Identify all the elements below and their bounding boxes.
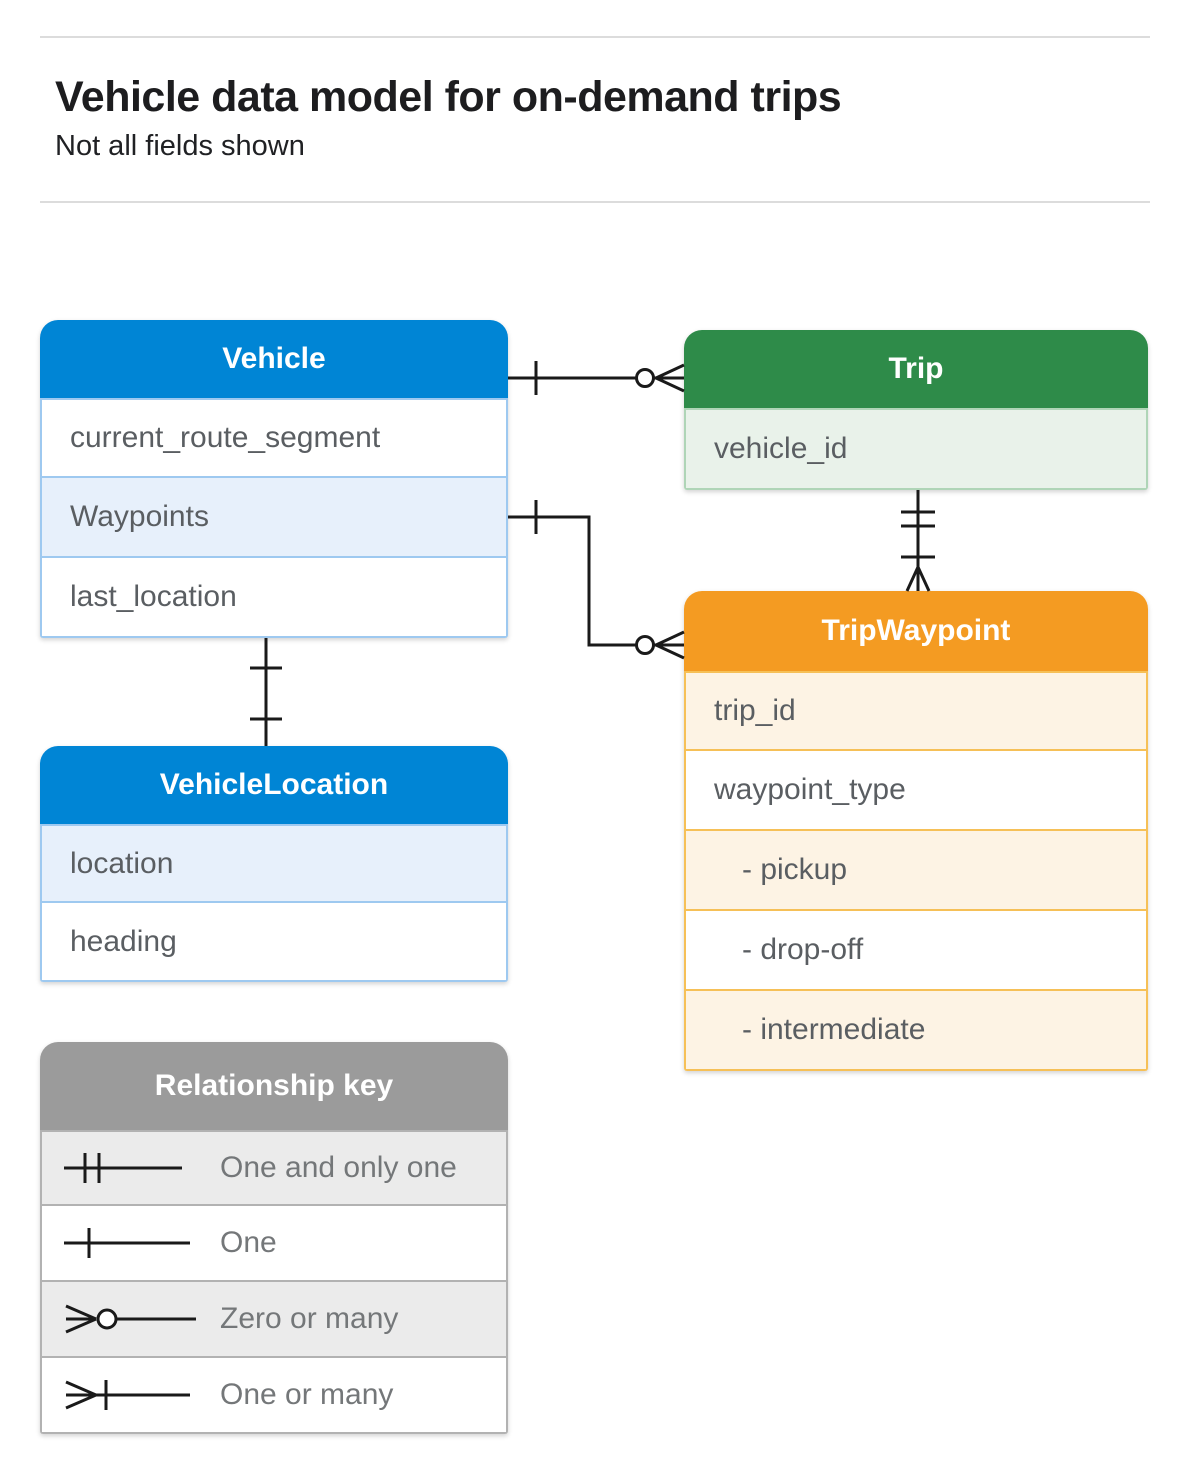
field-row-drop-off: - drop-off xyxy=(684,911,1148,991)
connector-vehicle-to-vehiclelocation xyxy=(250,638,282,746)
top-divider xyxy=(40,36,1150,38)
field-row-waypoint-type: waypoint_type xyxy=(684,751,1148,831)
field-row-intermediate: - intermediate xyxy=(684,991,1148,1071)
entity-vehiclelocation: VehicleLocation location heading xyxy=(40,746,508,982)
relationship-key-header: Relationship key xyxy=(40,1042,508,1130)
entity-vehicle-header: Vehicle xyxy=(40,320,508,398)
crow-foot xyxy=(655,630,685,660)
zero-circle xyxy=(635,635,655,655)
field-label: vehicle_id xyxy=(714,432,848,465)
field-row-pickup: - pickup xyxy=(684,831,1148,911)
zero-or-many-icon xyxy=(65,1304,196,1334)
one-icon xyxy=(64,1228,190,1258)
zero-circle xyxy=(635,368,655,388)
entity-tripwaypoint-title: TripWaypoint xyxy=(821,614,1011,647)
field-row-vehicle-id: vehicle_id xyxy=(684,408,1148,490)
one-and-only-one-ticks xyxy=(901,510,935,528)
page-subtitle: Not all fields shown xyxy=(55,130,305,162)
field-row-waypoints: Waypoints xyxy=(40,478,508,558)
page-title: Vehicle data model for on-demand trips xyxy=(55,73,842,121)
legend-row-one-and-only-one: One and only one xyxy=(40,1130,508,1206)
connector-trip-to-tripwaypoint xyxy=(901,490,935,592)
field-row-heading: heading xyxy=(40,903,508,982)
field-label: trip_id xyxy=(714,694,796,727)
connector-vehicle-to-trip xyxy=(508,361,685,395)
legend-label: One and only one xyxy=(220,1151,457,1184)
field-row-last-location: last_location xyxy=(40,558,508,638)
connector-line xyxy=(508,515,684,647)
entity-vehiclelocation-title: VehicleLocation xyxy=(159,768,389,801)
field-row-current-route-segment: current_route_segment xyxy=(40,398,508,478)
entity-tripwaypoint-header: TripWaypoint xyxy=(684,591,1148,671)
entity-tripwaypoint: TripWaypoint trip_id waypoint_type - pic… xyxy=(684,591,1148,1071)
field-label: waypoint_type xyxy=(714,773,906,806)
entity-vehiclelocation-header: VehicleLocation xyxy=(40,746,508,824)
entity-trip-header: Trip xyxy=(684,330,1148,408)
field-label: last_location xyxy=(70,580,237,613)
crow-foot xyxy=(905,566,931,592)
legend-label: One or many xyxy=(220,1378,394,1411)
relationship-key: Relationship key One and only one One xyxy=(40,1042,508,1434)
field-label: heading xyxy=(70,924,177,958)
field-row-trip-id: trip_id xyxy=(684,671,1148,751)
header-divider xyxy=(40,201,1150,203)
entity-vehicle: Vehicle current_route_segment Waypoints … xyxy=(40,320,508,638)
legend-row-one: One xyxy=(40,1206,508,1282)
connector-waypoints-to-tripwaypoint xyxy=(508,500,685,660)
legend-label: Zero or many xyxy=(220,1302,399,1335)
field-label: location xyxy=(70,846,174,880)
relationship-key-title: Relationship key xyxy=(154,1069,394,1102)
field-label: - intermediate xyxy=(742,1013,926,1046)
one-or-many-icon xyxy=(65,1380,190,1410)
entity-trip-title: Trip xyxy=(888,352,944,385)
legend-row-one-or-many: One or many xyxy=(40,1358,508,1434)
field-row-location: location xyxy=(40,824,508,903)
crow-foot xyxy=(655,363,685,393)
entity-trip: Trip vehicle_id xyxy=(684,330,1148,490)
field-label: current_route_segment xyxy=(70,421,381,454)
legend-row-zero-or-many: Zero or many xyxy=(40,1282,508,1358)
field-label: - drop-off xyxy=(742,933,864,966)
one-and-only-one-icon xyxy=(64,1153,182,1183)
field-label: - pickup xyxy=(742,853,848,886)
field-label: Waypoints xyxy=(70,500,209,533)
legend-label: One xyxy=(220,1226,277,1259)
entity-vehicle-title: Vehicle xyxy=(222,342,326,375)
